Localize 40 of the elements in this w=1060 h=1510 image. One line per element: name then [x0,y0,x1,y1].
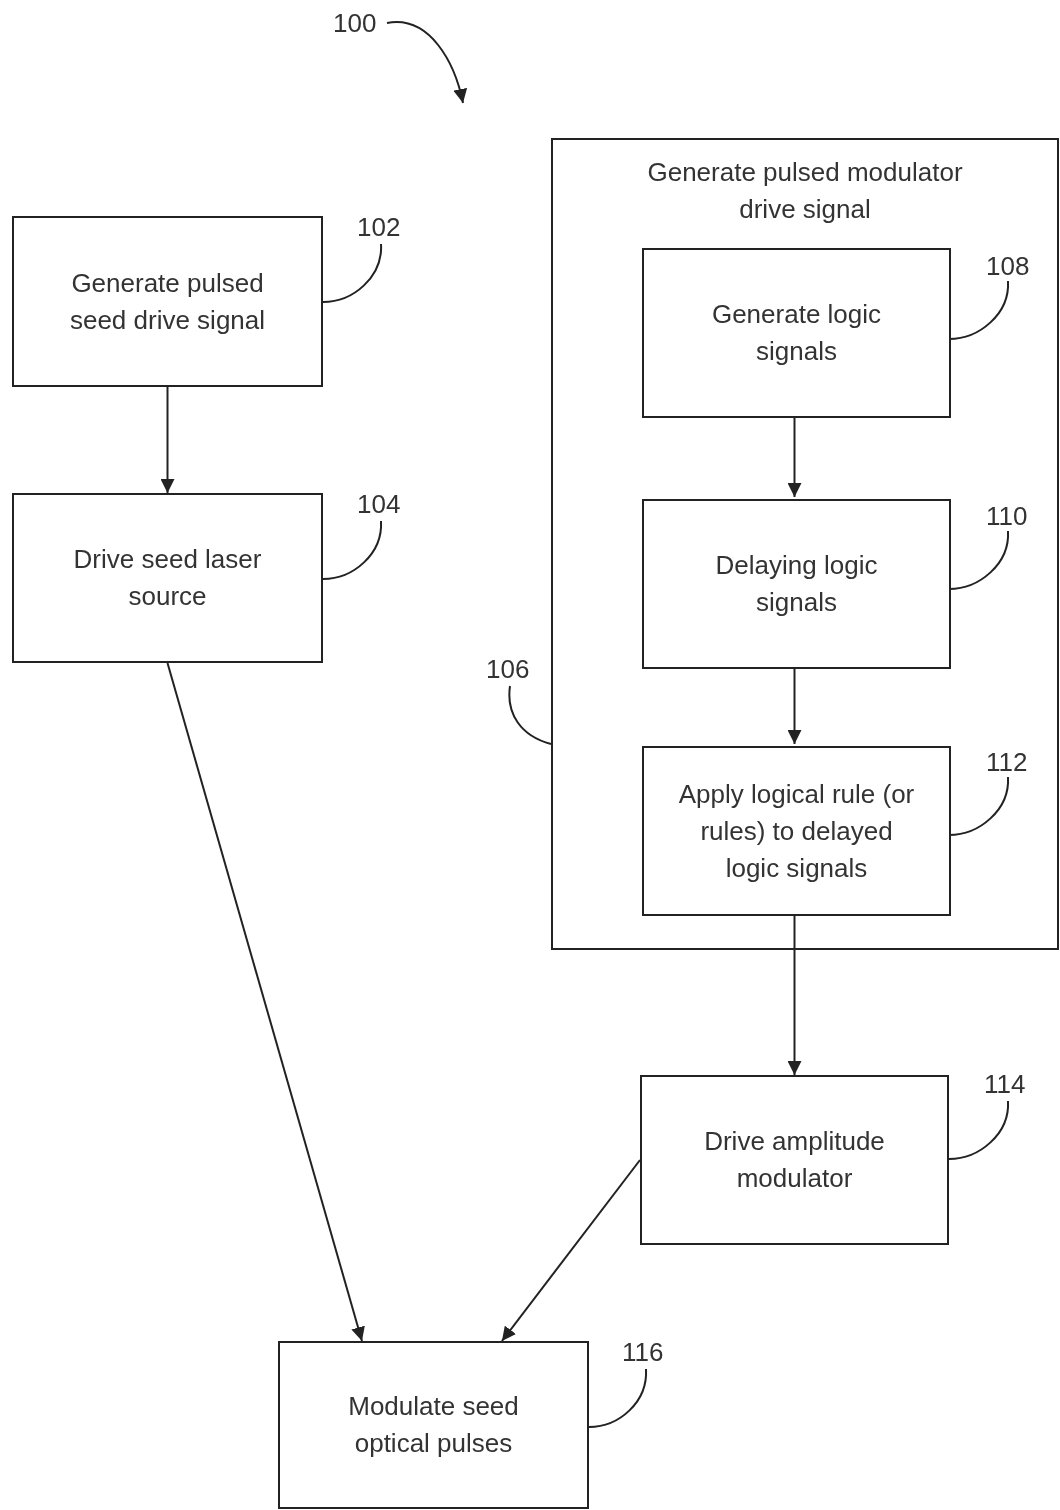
reference-numeral: 102 [357,212,402,242]
arrow [500,1159,641,1342]
arrow [787,666,802,745]
process-box [12,493,323,663]
arrow [386,21,467,104]
process-box [642,499,951,669]
process-box [278,1341,589,1509]
group-box [551,138,1059,950]
step-text: Apply logical rule (or rules) to delayed logic signals [677,777,916,885]
reference-numeral: 108 [986,251,1031,281]
leader-line [948,1100,1009,1160]
leader-line [588,1368,647,1428]
leader-line [948,530,1009,590]
leader-line [948,280,1009,340]
reference-numeral: 110 [986,501,1029,531]
arrow [166,662,365,1342]
arrow [160,386,175,494]
reference-numeral: 114 [984,1069,1027,1099]
arrow [787,415,802,498]
reference-numeral: 112 [986,747,1029,777]
reference-numeral: 116 [622,1337,665,1367]
step-text: Delaying logic signals [714,549,879,619]
group-heading: Generate pulsed modulator drive signal [646,156,964,226]
step-text: Generate pulsed seed drive signal [68,266,267,337]
process-box [12,216,323,387]
arrow [787,913,802,1076]
process-box [642,248,951,418]
reference-numeral: 100 [333,8,378,38]
reference-numeral: 104 [357,489,402,519]
process-box [642,746,951,916]
step-text: Generate logic signals [710,298,883,368]
process-box [640,1075,949,1245]
leader-line [322,243,382,303]
step-text: Drive seed laser source [72,543,263,613]
reference-numeral: 106 [486,654,531,684]
leader-line [322,520,382,580]
leader-line [948,776,1009,836]
leader-line [508,685,552,745]
step-text: Drive amplitude modulator [703,1125,886,1195]
step-text: Modulate seed optical pulses [347,1390,520,1460]
